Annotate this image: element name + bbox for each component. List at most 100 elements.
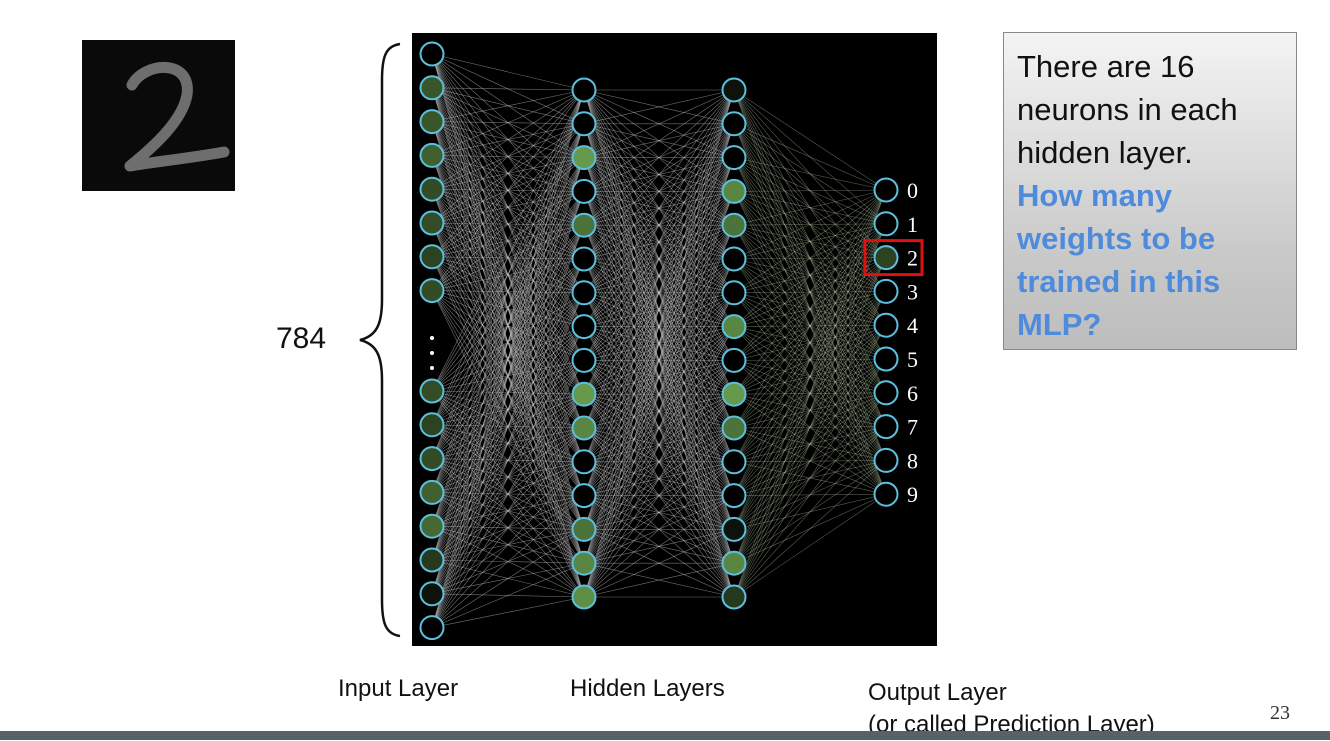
- connection-line: [733, 426, 887, 496]
- connection-line: [733, 257, 887, 530]
- output-digit-label: 1: [907, 212, 918, 237]
- connection-line: [583, 360, 735, 598]
- hidden-layer-1-neuron: [571, 516, 597, 542]
- connection-line: [733, 257, 887, 496]
- connection-line: [733, 257, 887, 395]
- hidden-layer-1-neuron: [571, 212, 597, 238]
- connection-line: [733, 291, 887, 462]
- slide-number: 23: [1270, 702, 1290, 724]
- hidden-layer-2-neuron: [721, 415, 747, 441]
- connection-line: [583, 89, 735, 361]
- connection-line: [431, 427, 585, 628]
- connection-line: [733, 291, 887, 564]
- connection-line: [431, 394, 585, 628]
- connection-line: [733, 189, 887, 564]
- connection-line: [733, 223, 887, 598]
- connection-line: [583, 157, 735, 598]
- output-layer-label-line1: Output Layer: [868, 679, 1007, 706]
- connection-line: [733, 191, 887, 258]
- connection-line: [733, 326, 887, 495]
- connection-line: [431, 89, 585, 459]
- connection-line: [733, 460, 887, 598]
- hidden-layer-1-neuron: [571, 449, 597, 475]
- connection-line: [583, 89, 735, 395]
- connection-line: [733, 258, 887, 461]
- connection-line: [733, 123, 887, 225]
- connection-line: [733, 189, 887, 395]
- connection-line: [733, 123, 887, 495]
- connection-line: [733, 223, 887, 462]
- connection-line: [733, 157, 887, 191]
- connection-line: [431, 596, 585, 628]
- ellipsis-dot: [430, 351, 434, 355]
- connection-line: [431, 461, 585, 628]
- connection-line: [431, 562, 585, 628]
- output-neuron: [873, 312, 899, 338]
- connection-line: [733, 123, 887, 191]
- connection-line: [733, 360, 887, 427]
- connection-line: [583, 495, 735, 598]
- connection-line: [733, 157, 887, 326]
- connection-line: [733, 123, 887, 292]
- hidden-layer-2-neuron: [721, 314, 747, 340]
- connection-line: [733, 358, 887, 361]
- connection-line: [733, 225, 887, 461]
- connection-line: [733, 392, 887, 564]
- input-neuron: [419, 513, 445, 539]
- output-neuron: [873, 447, 899, 473]
- connection-line: [733, 291, 887, 294]
- connection-line: [733, 191, 887, 292]
- connection-line: [733, 393, 887, 427]
- hidden-layer-1-neuron: [571, 550, 597, 576]
- connection-line: [733, 257, 887, 361]
- input-neuron: [419, 75, 445, 101]
- hidden-layer-1-neuron: [571, 381, 597, 407]
- connection-line: [733, 223, 887, 395]
- connection-line: [431, 326, 585, 628]
- connection-line: [733, 189, 887, 226]
- connection-line: [431, 89, 585, 156]
- connection-line: [733, 123, 887, 326]
- connection-line: [733, 89, 887, 427]
- connection-line: [733, 358, 887, 598]
- hidden-layer-1-neuron: [571, 77, 597, 103]
- output-neuron: [873, 346, 899, 372]
- handwritten-digit-2: [124, 61, 230, 172]
- connection-line: [583, 191, 735, 598]
- connection-line: [733, 189, 887, 361]
- connection-line: [431, 89, 585, 122]
- connection-line: [733, 360, 887, 495]
- connection-line: [733, 325, 887, 530]
- connection-line: [733, 258, 887, 326]
- output-digit-label: 3: [907, 279, 918, 304]
- output-neuron: [873, 211, 899, 237]
- connection-line: [583, 427, 735, 598]
- connection-line: [733, 461, 887, 495]
- connection-line: [733, 189, 887, 260]
- hidden-layer-1-neuron: [571, 584, 597, 610]
- output-digit-label: 4: [907, 313, 918, 338]
- connection-line: [583, 89, 735, 564]
- connection-line: [733, 223, 887, 361]
- connection-line: [733, 223, 887, 530]
- connection-line: [733, 460, 887, 496]
- output-neuron: [873, 278, 899, 304]
- connection-line: [733, 223, 887, 294]
- connection-line: [733, 157, 887, 427]
- connection-line: [583, 562, 735, 598]
- output-digit-label: 5: [907, 347, 918, 372]
- connection-line: [733, 326, 887, 360]
- connection-line: [733, 89, 887, 461]
- connection-line: [431, 258, 585, 628]
- mnist-digit-image: [82, 40, 235, 191]
- connection-line: [733, 358, 887, 429]
- connection-line: [733, 358, 887, 395]
- connection-line: [583, 89, 735, 158]
- connection-line: [733, 392, 887, 530]
- output-neuron: [873, 414, 899, 440]
- connection-line: [733, 258, 887, 394]
- connection-line: [733, 257, 887, 462]
- connection-line: [733, 123, 887, 461]
- connection-line: [431, 89, 585, 628]
